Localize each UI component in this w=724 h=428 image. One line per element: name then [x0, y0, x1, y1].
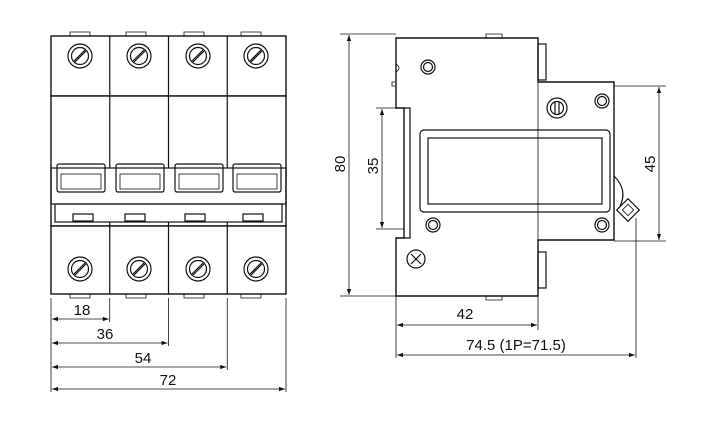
dim-label-72: 72 [160, 372, 177, 389]
bottom-rail-tab [537, 251, 547, 289]
din-slot-detail [391, 63, 400, 87]
side-clips [485, 33, 503, 301]
label-window-inner [427, 137, 603, 205]
dim-label-45: 45 [642, 156, 659, 173]
dim-label-80: 80 [332, 156, 349, 173]
side-body-outline [395, 37, 615, 297]
dim-label-total-depth: 74.5 (1P=71.5) [466, 337, 566, 354]
pole-dividers [109, 36, 228, 294]
label-window-outer [419, 129, 611, 213]
indicator-windows [72, 213, 264, 222]
side-screws [420, 59, 610, 233]
dim-label-54: 54 [135, 350, 152, 367]
dim-label-35: 35 [365, 158, 382, 175]
top-notches [69, 31, 262, 36]
top-screws [67, 43, 269, 69]
dim-label-36: 36 [97, 326, 114, 343]
front-view: 18 36 54 72 [50, 31, 287, 392]
width-extension-lines [50, 298, 287, 392]
top-rail-tab [537, 43, 547, 81]
side-latch [613, 175, 641, 223]
side-view: 80 35 45 42 74.5 (1P=71.5) [332, 33, 666, 358]
rail-channel [404, 107, 411, 239]
toggle-levers [56, 163, 282, 193]
dim-label-18: 18 [74, 302, 91, 319]
rivet-icon [546, 97, 568, 119]
dim-label-42: 42 [457, 306, 474, 323]
bottom-screws [67, 256, 269, 282]
cross-mark-icon [406, 249, 426, 269]
interlock-bar [54, 203, 283, 223]
bottom-notches [69, 294, 262, 299]
